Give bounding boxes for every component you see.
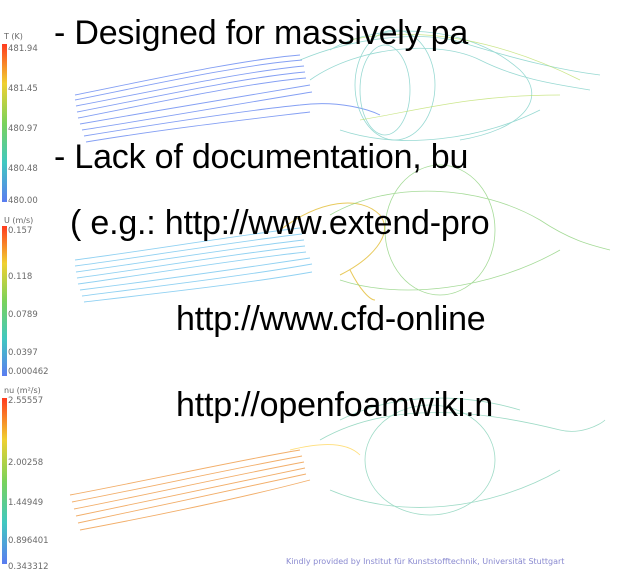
streamlines-panel-velocity <box>74 164 611 303</box>
color-scale-bar <box>2 398 7 564</box>
legend-tick: 481.45 <box>8 84 38 94</box>
streamlines-panel-viscosity <box>69 397 606 531</box>
legend-title: U (m/s) <box>4 216 34 225</box>
legend-temperature: T (K) 481.94 481.45 480.97 480.48 480.00 <box>0 32 70 207</box>
legend-tick: 0.157 <box>8 226 33 236</box>
legend-tick: 1.44949 <box>8 498 44 508</box>
legend-tick: 0.118 <box>8 272 33 282</box>
legend-tick: 480.97 <box>8 124 38 134</box>
legend-tick: 481.94 <box>8 44 38 54</box>
legend-tick: 0.343312 <box>8 562 49 572</box>
legend-tick: 0.896401 <box>8 536 49 546</box>
example-link-extend: ( e.g.: http://www.extend-pro <box>70 204 490 242</box>
bullet-designed-for: - Designed for massively pa <box>54 14 469 52</box>
legend-tick: 0.000462 <box>8 367 49 377</box>
streamlines-panel-temperature <box>74 29 601 143</box>
legend-tick: 2.00258 <box>8 458 44 468</box>
legend-viscosity: nu (m²/s) 2.55557 2.00258 1.44949 0.8964… <box>0 386 70 576</box>
bullet-lack-of-documentation: - Lack of documentation, bu <box>54 138 469 176</box>
color-scale-bar <box>2 226 7 376</box>
legend-tick: 0.0789 <box>8 310 38 320</box>
legend-tick: 2.55557 <box>8 396 44 406</box>
legend-tick: 480.00 <box>8 196 38 206</box>
example-link-cfd-online: http://www.cfd-online <box>176 300 486 338</box>
example-link-openfoamwiki: http://openfoamwiki.n <box>176 386 494 424</box>
color-scale-bar <box>2 44 7 202</box>
legend-tick: 0.0397 <box>8 348 38 358</box>
image-credit: Kindly provided by Institut für Kunststo… <box>286 557 565 566</box>
legend-tick: 480.48 <box>8 164 38 174</box>
legend-title: T (K) <box>4 32 23 41</box>
legend-title: nu (m²/s) <box>4 386 41 395</box>
legend-velocity: U (m/s) 0.157 0.118 0.0789 0.0397 0.0004… <box>0 216 70 377</box>
